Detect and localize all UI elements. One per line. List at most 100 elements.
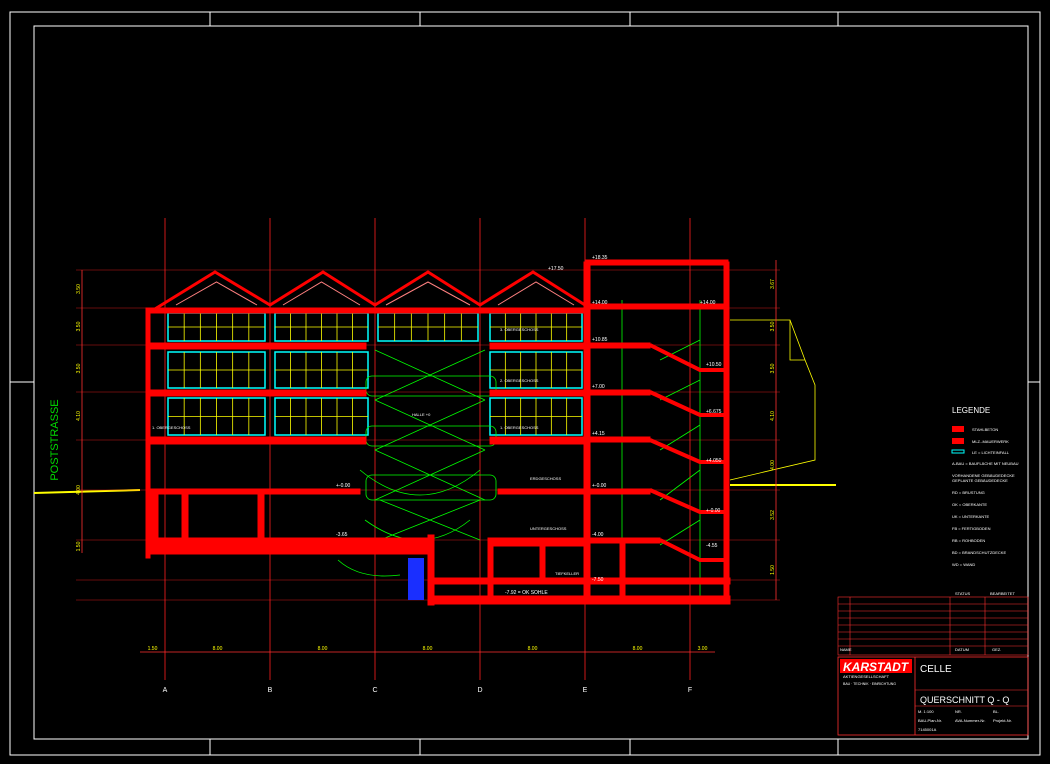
svg-text:NR.: NR.: [955, 709, 962, 714]
svg-text:-4.00: -4.00: [592, 532, 604, 538]
right-dimension-label: 3.50: [770, 363, 776, 373]
left-dimension-label: 1.50: [76, 541, 82, 551]
skylight: [385, 281, 471, 306]
elevation-labels: +17.50 +18.35 +14.00 +14.00 +10.85 +10.5…: [336, 255, 722, 596]
left-dimensions: 3.503.503.504.104.001.50: [76, 270, 83, 553]
svg-text:BD = BRANDSCHUTZDECKE: BD = BRANDSCHUTZDECKE: [952, 550, 1006, 555]
drawing-title: QUERSCHNITT Q - Q: [920, 695, 1009, 705]
room-labels: 3. OBERGESCHOSS 2. OBERGESCHOSS 1. OBERG…: [152, 327, 579, 576]
svg-text:Projekt-Nr.: Projekt-Nr.: [993, 718, 1012, 723]
svg-text:+17.50: +17.50: [548, 266, 564, 272]
svg-text:-7.92 = OK SOHLE: -7.92 = OK SOHLE: [505, 590, 548, 596]
bottom-dimension-label: 8.00: [528, 646, 538, 652]
window-panel: [167, 312, 266, 342]
neighbour-building: [729, 319, 816, 481]
skylight: [282, 281, 361, 306]
svg-text:+4.050: +4.050: [706, 458, 722, 464]
legend-title: LEGENDE: [952, 406, 990, 415]
svg-text:RD = BRUSTUNG: RD = BRUSTUNG: [952, 490, 985, 495]
svg-text:HALLE +0: HALLE +0: [412, 412, 431, 417]
svg-text:+7.00: +7.00: [592, 384, 605, 390]
company-logo: KARSTADT: [843, 660, 910, 674]
skylight: [497, 281, 575, 306]
bottom-dimension-label: 8.00: [213, 646, 223, 652]
window-panel: [274, 351, 369, 389]
svg-text:WD = WAND: WD = WAND: [952, 562, 975, 567]
left-dimension-label: 4.00: [76, 485, 82, 495]
svg-text:+10.85: +10.85: [592, 337, 608, 343]
svg-text:-4.55: -4.55: [706, 543, 718, 549]
left-dimension-label: 3.50: [76, 321, 82, 331]
right-dimensions: 3.673.503.504.104.003.521.50: [770, 260, 777, 600]
axis-label-F: F: [688, 687, 692, 694]
revision-table: [837, 596, 1029, 656]
svg-text:-3.65: -3.65: [336, 532, 348, 538]
svg-text:GEZ.: GEZ.: [992, 647, 1001, 652]
city-name: CELLE: [920, 664, 952, 675]
svg-text:A-BAU = BAUFLÄCHE MIT NEUBAU: A-BAU = BAUFLÄCHE MIT NEUBAU: [952, 461, 1019, 466]
svg-text:NAME: NAME: [840, 647, 852, 652]
svg-text:AVA-Nummer-Nr.: AVA-Nummer-Nr.: [955, 718, 986, 723]
skylight: [175, 281, 258, 306]
svg-text:+14.00: +14.00: [700, 300, 716, 306]
svg-text:UNTERGESCHOSS: UNTERGESCHOSS: [530, 526, 567, 531]
sheet-frame: [9, 11, 1041, 756]
window-panel: [274, 397, 369, 436]
svg-text:MLZ.-MAUERWERK: MLZ.-MAUERWERK: [972, 439, 1009, 444]
svg-text:BL.: BL.: [993, 709, 999, 714]
bottom-dimension-label: 8.00: [423, 646, 433, 652]
bottom-dimension-label: 3.00: [698, 646, 708, 652]
svg-text:+-0.00: +-0.00: [706, 508, 721, 514]
right-dimension-label: 3.50: [770, 321, 776, 331]
legend: LEGENDE STAHLBETON MLZ.-MAUERWERK LE = L…: [951, 406, 1019, 567]
right-dimension-label: 4.00: [770, 460, 776, 470]
right-dimension-label: 1.50: [770, 565, 776, 575]
window-panel: [489, 351, 583, 389]
svg-text:STATUS: STATUS: [955, 591, 971, 596]
right-dimension-label: 3.67: [770, 279, 776, 289]
window-panel: [274, 312, 369, 342]
svg-text:-7.50: -7.50: [592, 577, 604, 583]
svg-text:BAU · TECHNIK · EINRICHTUNG: BAU · TECHNIK · EINRICHTUNG: [843, 682, 896, 686]
svg-text:+6.675: +6.675: [706, 409, 722, 415]
left-dimension-label: 3.50: [76, 363, 82, 373]
svg-text:FB = FERTIGBODEN: FB = FERTIGBODEN: [952, 526, 991, 531]
svg-text:LE = LICHTEINFALL: LE = LICHTEINFALL: [972, 450, 1010, 455]
svg-text:VORHANDENE GEBÄUDEDECKE: VORHANDENE GEBÄUDEDECKE: [952, 473, 1015, 478]
bottom-dimensions: 1.50 8.00 8.00 8.00 8.00 8.00 3.00: [140, 646, 715, 653]
axis-label-C: C: [372, 687, 377, 694]
window-panel: [489, 397, 583, 436]
window-panel: [167, 351, 266, 389]
svg-text:OK = OBERKANTE: OK = OBERKANTE: [952, 502, 987, 507]
svg-text:GEPLANTE GEBÄUDEDECKE: GEPLANTE GEBÄUDEDECKE: [952, 478, 1008, 483]
svg-text:BEARBEITET: BEARBEITET: [990, 591, 1015, 596]
svg-text:+4.15: +4.15: [592, 431, 605, 437]
bottom-dimension-label: 8.00: [633, 646, 643, 652]
bottom-dimension-label: 1.50: [148, 646, 158, 652]
right-dimension-label: 3.52: [770, 510, 776, 520]
svg-text:AKTIENGESELLSCHAFT: AKTIENGESELLSCHAFT: [843, 674, 890, 679]
svg-text:STAHLBETON: STAHLBETON: [972, 427, 998, 432]
svg-text:DATUM: DATUM: [955, 647, 969, 652]
svg-text:+18.35: +18.35: [592, 255, 608, 261]
left-dimension-label: 4.10: [76, 411, 82, 421]
svg-text:1. OBERGESCHOSS: 1. OBERGESCHOSS: [500, 425, 539, 430]
svg-text:2. OBERGESCHOSS: 2. OBERGESCHOSS: [500, 378, 539, 383]
facade-windows: [167, 281, 583, 436]
bottom-dimension-label: 8.00: [318, 646, 328, 652]
title-block: KARSTADT AKTIENGESELLSCHAFT BAU · TECHNI…: [837, 656, 1029, 736]
ground-lines: [33, 484, 836, 494]
building-structure: [145, 259, 731, 606]
svg-text:+-0.00: +-0.00: [592, 483, 607, 489]
svg-text:M. 1:100: M. 1:100: [918, 709, 934, 714]
sawtooth-roof: [149, 270, 586, 314]
axis-label-B: B: [268, 687, 273, 694]
window-panel: [167, 397, 266, 436]
svg-text:1. OBERGESCHOSS: 1. OBERGESCHOSS: [152, 425, 191, 430]
street-label: POSTSTRASSE: [49, 399, 61, 480]
svg-text:BAU-Plan-Nr.: BAU-Plan-Nr.: [918, 718, 942, 723]
svg-text:ERDGESCHOSS: ERDGESCHOSS: [530, 476, 561, 481]
svg-text:7145001A: 7145001A: [918, 727, 937, 732]
